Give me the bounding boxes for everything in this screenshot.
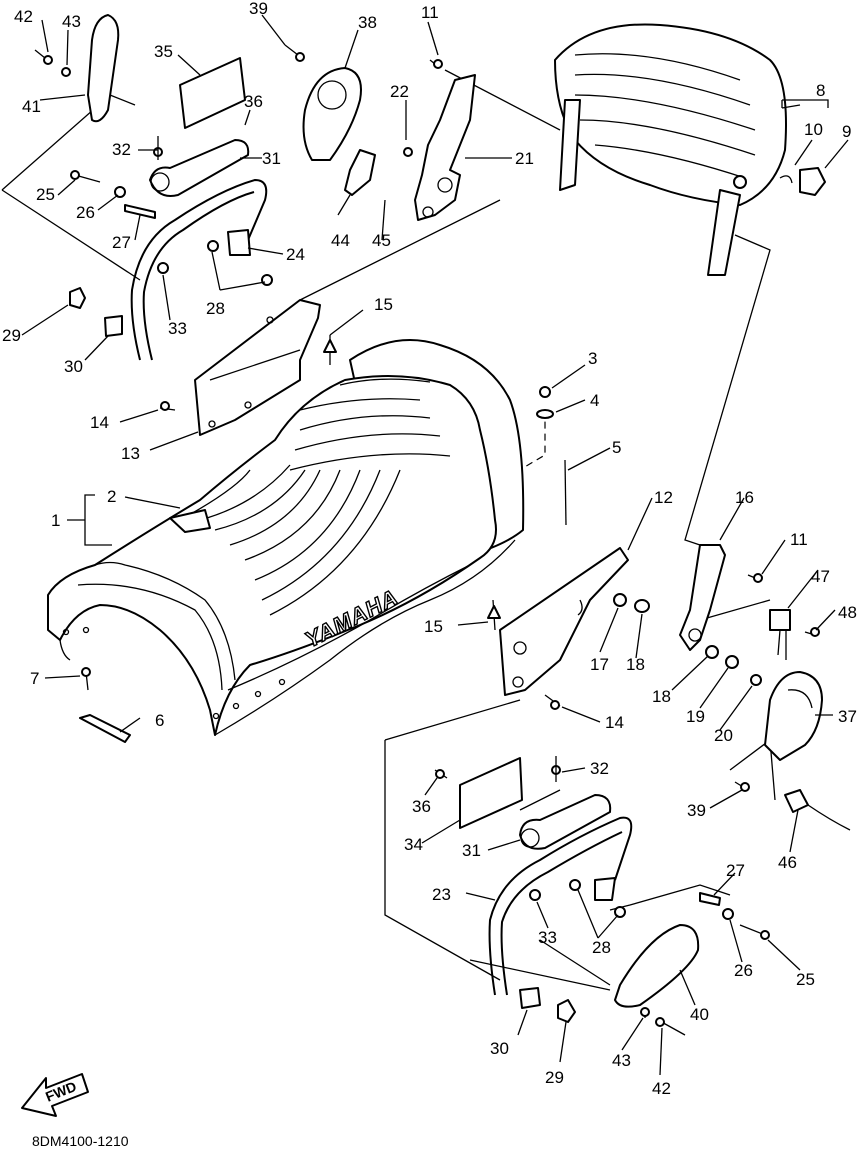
callout-15b: 15 (424, 617, 443, 636)
handle-41 (87, 14, 120, 123)
callout-3: 3 (588, 349, 597, 368)
callout-2: 2 (107, 487, 116, 506)
callout-46: 46 (778, 853, 797, 872)
callout-28b: 28 (592, 938, 611, 957)
seat-back-bracket-13 (194, 299, 321, 436)
callout-42: 42 (14, 7, 33, 26)
drawing-code: 8DM4100-1210 (32, 1133, 129, 1149)
callout-labels: 42 43 41 39 38 11 35 36 22 32 31 21 8 10… (2, 0, 857, 1098)
callout-5: 5 (612, 438, 621, 457)
backrest-pad (554, 23, 787, 276)
callout-35: 35 (154, 42, 173, 61)
callout-28: 28 (206, 299, 225, 318)
callout-48: 48 (838, 603, 857, 622)
callout-26: 26 (76, 203, 95, 222)
callout-18b: 18 (652, 687, 671, 706)
callout-11: 11 (421, 3, 439, 22)
callout-42b: 42 (652, 1079, 671, 1098)
hardware (34, 44, 851, 1036)
lower-bracket-12 (499, 547, 629, 696)
callout-25b: 25 (796, 970, 815, 989)
handle-40 (614, 924, 700, 1008)
callout-1: 1 (51, 511, 60, 530)
callout-39: 39 (249, 0, 268, 18)
lock-37 (764, 671, 823, 761)
callout-14: 14 (90, 413, 109, 432)
callout-20: 20 (714, 726, 733, 745)
callout-32: 32 (112, 140, 131, 159)
callout-31: 31 (262, 149, 281, 168)
callout-43: 43 (62, 12, 81, 31)
callout-34: 34 (404, 835, 423, 854)
callout-19: 19 (686, 707, 705, 726)
callout-37: 37 (838, 707, 857, 726)
hinge-arm-21 (414, 74, 476, 221)
callout-33b: 33 (538, 928, 557, 947)
grab-bar-24 (130, 178, 268, 361)
callout-15: 15 (374, 295, 393, 314)
callout-44: 44 (331, 231, 350, 250)
callout-24: 24 (286, 245, 305, 264)
callout-18: 18 (626, 655, 645, 674)
callout-10: 10 (804, 120, 823, 139)
callout-21: 21 (515, 149, 534, 168)
seat: YAMAHA (47, 339, 525, 736)
link-31-lower (519, 794, 612, 850)
callout-38: 38 (358, 13, 377, 32)
callout-8: 8 (816, 81, 825, 100)
callout-27: 27 (112, 233, 131, 252)
callout-45: 45 (372, 231, 391, 250)
fwd-arrow: FWD (21, 1073, 89, 1117)
callout-29: 29 (2, 326, 21, 345)
leader-lines (21, 14, 849, 1076)
plate-44 (344, 149, 376, 196)
grab-bar-23 (488, 816, 633, 996)
callout-9: 9 (842, 122, 851, 141)
callout-7: 7 (30, 669, 39, 688)
plate-35 (179, 57, 246, 129)
callout-16: 16 (735, 488, 754, 507)
callout-33: 33 (168, 319, 187, 338)
callout-29b: 29 (545, 1068, 564, 1087)
hinge-arm-16 (679, 544, 726, 651)
callout-47: 47 (811, 567, 830, 586)
lock-38 (302, 67, 362, 161)
callout-27b: 27 (726, 861, 745, 880)
callout-40: 40 (690, 1005, 709, 1024)
callout-11b: 11 (790, 530, 808, 549)
callout-14b: 14 (605, 713, 624, 732)
link-31-upper (149, 139, 250, 197)
callout-41: 41 (22, 97, 41, 116)
plate-34 (459, 757, 523, 829)
callout-4: 4 (590, 391, 599, 410)
callout-13: 13 (121, 444, 140, 463)
callout-26b: 26 (734, 961, 753, 980)
callout-39b: 39 (687, 801, 706, 820)
callout-17: 17 (590, 655, 609, 674)
callout-30: 30 (64, 357, 83, 376)
callout-12: 12 (654, 488, 673, 507)
callout-31b: 31 (462, 841, 481, 860)
callout-32b: 32 (590, 759, 609, 778)
callout-22: 22 (390, 82, 409, 101)
callout-25: 25 (36, 185, 55, 204)
callout-30b: 30 (490, 1039, 509, 1058)
callout-6: 6 (155, 711, 164, 730)
callout-43b: 43 (612, 1051, 631, 1070)
callout-36b: 36 (412, 797, 431, 816)
callout-36: 36 (244, 92, 263, 111)
callout-23: 23 (432, 885, 451, 904)
